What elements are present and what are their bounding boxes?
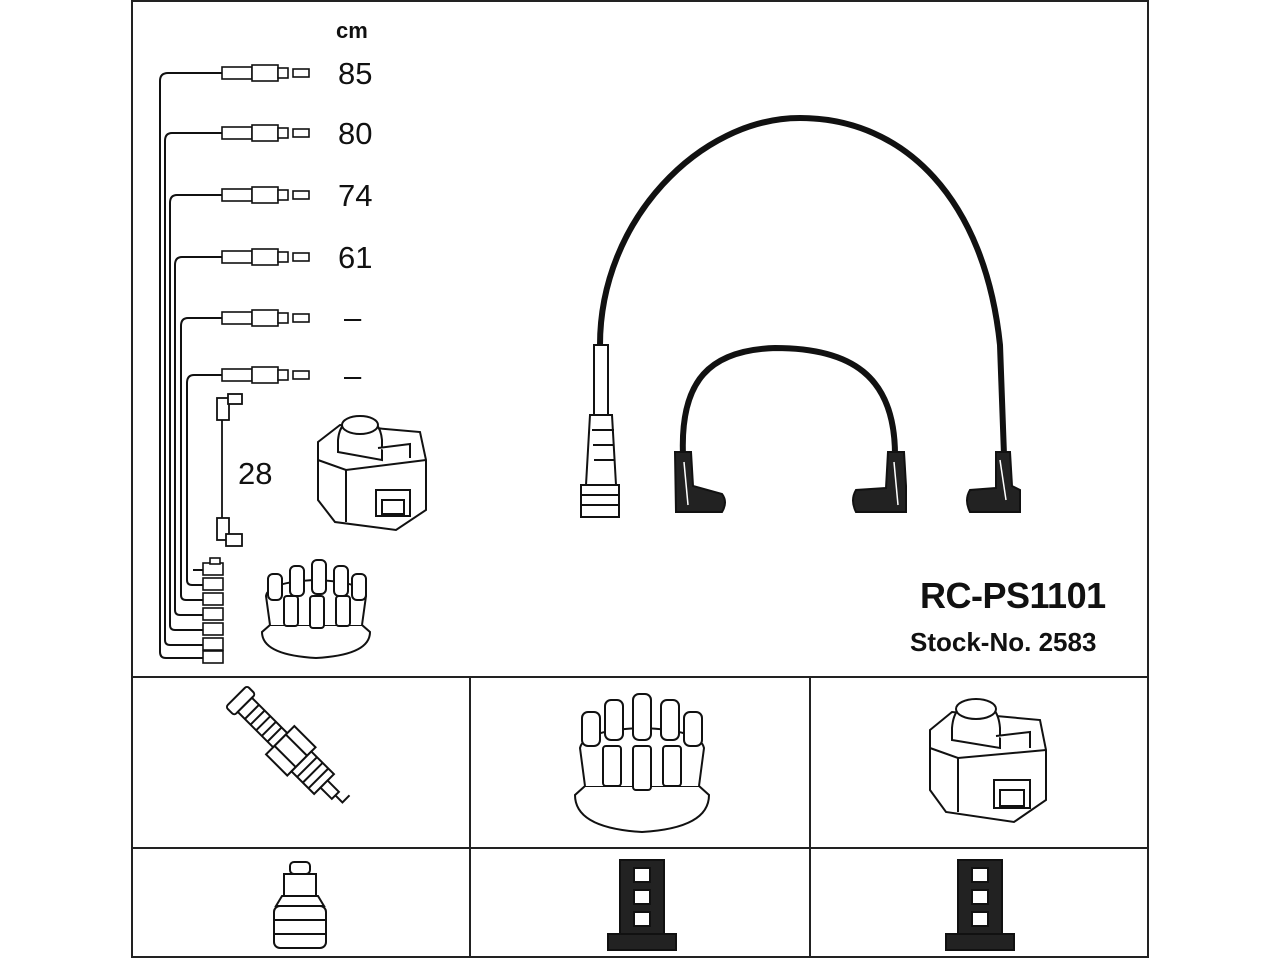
lead-length-2: 80: [338, 116, 373, 151]
boot-straight-icon: [273, 861, 327, 949]
lead-length-1: 85: [338, 56, 373, 91]
boot-angled-icon-1: [607, 859, 677, 951]
distributor-cap-icon: [573, 693, 711, 834]
distributor-plugs: [202, 557, 224, 664]
distributor-cap-small: [260, 559, 372, 660]
unit-label: cm: [336, 18, 368, 43]
boot-angled-icon-2: [945, 859, 1015, 951]
ignition-coil-small: [317, 415, 427, 532]
cable-bundle: [159, 72, 222, 659]
lead-connectors: [221, 64, 310, 384]
long-cable-spark-plug-boot: [580, 344, 620, 518]
short-cable-left-boot: [673, 451, 726, 513]
diagram-frame: [131, 0, 1149, 958]
coil-lead: [216, 393, 243, 547]
lead-length-6: –: [344, 358, 362, 393]
model-number: RC-PS1101: [920, 575, 1106, 616]
grid-lines: [132, 676, 1148, 958]
long-cable-coil-boot: [966, 451, 1021, 513]
lead-length-4: 61: [338, 240, 373, 275]
short-cable-right-boot: [852, 451, 907, 513]
stock-number: Stock-No. 2583: [910, 627, 1097, 657]
coil-lead-length: 28: [238, 456, 273, 491]
lead-length-3: 74: [338, 178, 373, 213]
long-cable: [597, 114, 1007, 458]
lead-length-5: –: [344, 300, 362, 335]
short-cable: [679, 344, 898, 458]
spark-plug-icon: [225, 685, 351, 804]
ignition-coil-icon: [929, 698, 1047, 824]
